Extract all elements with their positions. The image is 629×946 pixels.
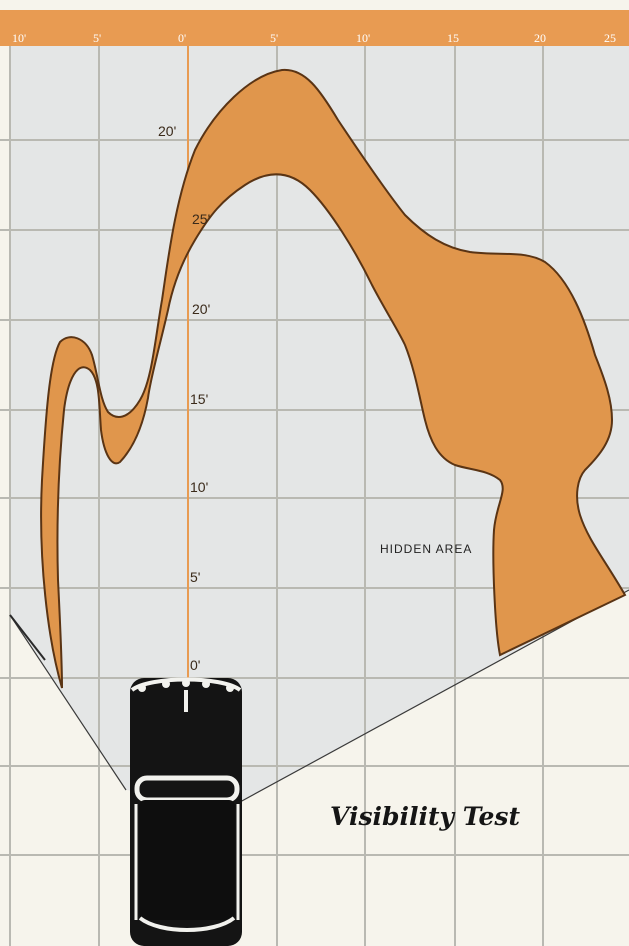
headlight-icons (138, 679, 234, 692)
ruler-label: 10' (356, 31, 370, 45)
ruler-label: 10' (12, 31, 26, 45)
visible-zone (10, 46, 629, 802)
sight-lines (9, 589, 629, 803)
axis-label: 15' (190, 391, 208, 407)
top-ruler-band (0, 10, 629, 46)
ruler-label: 25 (604, 31, 616, 45)
car-illustration (130, 677, 242, 946)
axis-label: 0' (190, 657, 200, 673)
ruler-label: 0' (178, 31, 186, 45)
diagram-caption: Visibility Test (330, 802, 520, 831)
hidden-area (40, 68, 627, 689)
ruler-label: 20 (534, 31, 546, 45)
top-ruler: 10' 5' 0' 5' 10' 15 20 25 (0, 10, 629, 46)
ruler-label: 15 (447, 31, 459, 45)
rear-window (138, 916, 236, 932)
center-axis-labels: 20' 25' 20' 15' 10' 5' 0' (158, 123, 210, 673)
axis-label: 10' (190, 479, 208, 495)
axis-label: 20' (192, 301, 210, 317)
hood-ornament (184, 690, 188, 712)
axis-label: 20' (158, 123, 176, 139)
ruler-label: 5' (270, 31, 278, 45)
axis-label: 5' (190, 569, 200, 585)
ruler-label: 5' (93, 31, 101, 45)
hidden-area-label: HIDDEN AREA (380, 542, 472, 556)
left-boundary-line (9, 614, 46, 661)
axis-label: 25' (192, 211, 210, 227)
car-roof (139, 800, 235, 920)
